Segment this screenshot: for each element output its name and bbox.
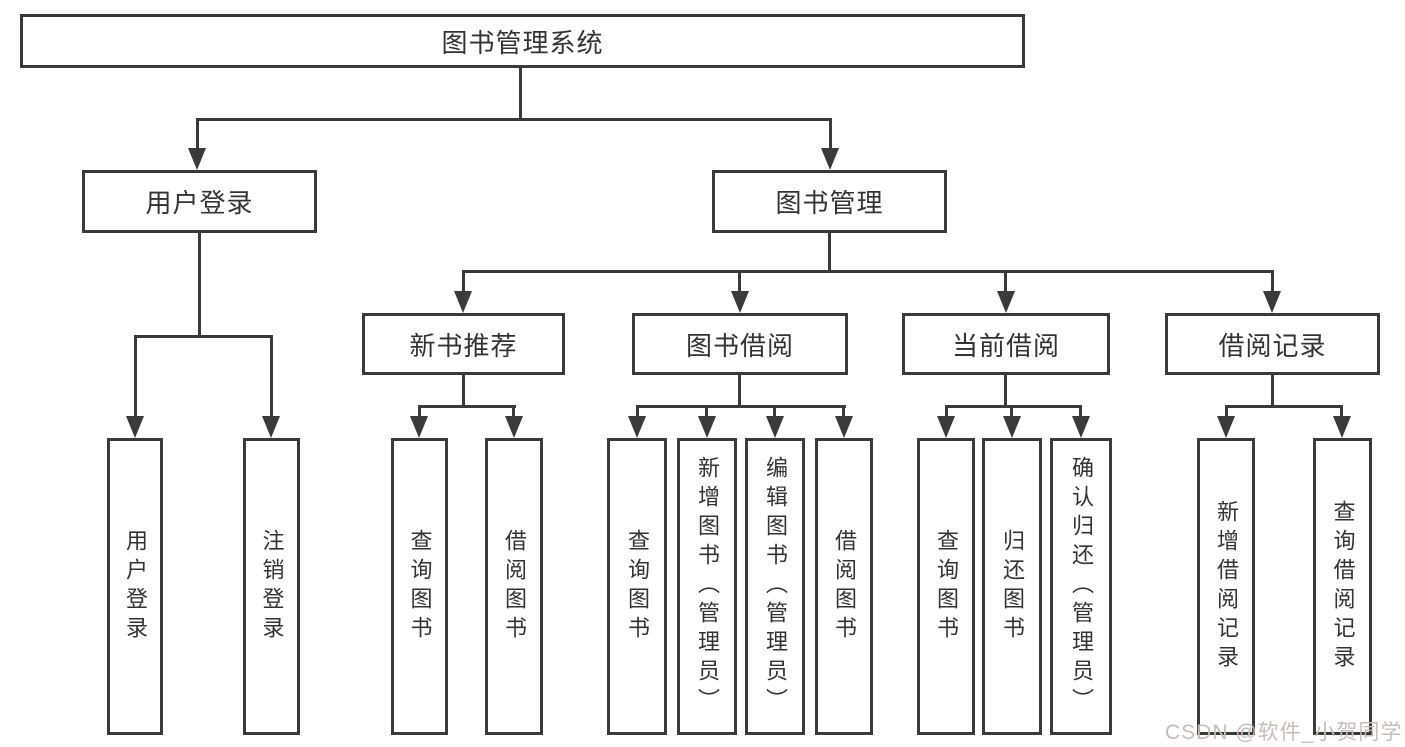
connector-line [738, 270, 741, 293]
node-book-management: 图书管理 [712, 170, 947, 233]
arrowhead-down-icon [505, 416, 523, 438]
leaf-add-book-admin: 新增图书（管理员） [677, 438, 737, 735]
leaf-query-book-recommend: 查询图书 [391, 438, 448, 735]
connector-line [705, 405, 708, 418]
node-new-book-recommend: 新书推荐 [362, 313, 565, 375]
connector-line [636, 405, 639, 418]
leaf-borrow-book-recommend: 借阅图书 [485, 438, 543, 735]
connector-line [1010, 405, 1013, 418]
arrowhead-down-icon [937, 416, 955, 438]
node-root: 图书管理系统 [20, 14, 1025, 68]
leaf-add-borrow-record: 新增借阅记录 [1197, 438, 1255, 735]
connector-line [1225, 405, 1228, 418]
connector-line [1079, 405, 1082, 418]
connector-line [462, 375, 465, 405]
connector-line [945, 405, 1082, 408]
leaf-query-borrow-record: 查询借阅记录 [1313, 438, 1372, 735]
arrowhead-down-icon [1333, 416, 1351, 438]
connector-line [462, 270, 1273, 273]
arrowhead-down-icon [698, 416, 716, 438]
connector-line [1271, 270, 1274, 293]
arrowhead-down-icon [766, 416, 784, 438]
connector-line [462, 270, 465, 293]
connector-line [134, 335, 137, 418]
node-current-borrow: 当前借阅 [902, 313, 1110, 375]
connector-line [828, 233, 831, 270]
connector-line [134, 335, 273, 338]
arrowhead-down-icon [835, 416, 853, 438]
connector-line [1225, 405, 1343, 408]
leaf-edit-book-admin: 编辑图书（管理员） [745, 438, 805, 735]
connector-line [1271, 375, 1274, 405]
arrowhead-down-icon [1003, 416, 1021, 438]
arrowhead-down-icon [628, 416, 646, 438]
node-borrow-record: 借阅记录 [1165, 313, 1380, 375]
connector-line [636, 405, 846, 408]
connector-line [270, 335, 273, 418]
node-book-borrow: 图书借阅 [632, 313, 848, 375]
node-user-login: 用户登录 [82, 170, 317, 233]
connector-line [1004, 375, 1007, 405]
connector-line [1340, 405, 1343, 418]
arrowhead-down-icon [126, 416, 144, 438]
leaf-confirm-return-admin: 确认归还（管理员） [1050, 438, 1112, 735]
arrowhead-down-icon [410, 416, 428, 438]
connector-line [418, 405, 516, 408]
connector-line [738, 375, 741, 405]
connector-line [773, 405, 776, 418]
arrowhead-down-icon [1072, 416, 1090, 438]
arrowhead-down-icon [1217, 416, 1235, 438]
arrowhead-down-icon [731, 291, 749, 313]
connector-line [1004, 270, 1007, 293]
arrowhead-down-icon [188, 148, 206, 170]
connector-line [842, 405, 845, 418]
connector-line [196, 118, 832, 121]
arrowhead-down-icon [454, 291, 472, 313]
connector-line [829, 118, 832, 150]
leaf-user-login: 用户登录 [107, 438, 163, 735]
arrowhead-down-icon [821, 148, 839, 170]
leaf-query-book-current: 查询图书 [917, 438, 975, 735]
connector-line [519, 68, 522, 118]
arrowhead-down-icon [1263, 291, 1281, 313]
arrowhead-down-icon [262, 416, 280, 438]
leaf-return-book: 归还图书 [982, 438, 1042, 735]
leaf-logout: 注销登录 [243, 438, 300, 735]
arrowhead-down-icon [997, 291, 1015, 313]
connector-line [198, 233, 201, 335]
connector-line [512, 405, 515, 418]
connector-line [196, 118, 199, 150]
leaf-query-book-borrow: 查询图书 [607, 438, 667, 735]
connector-line [945, 405, 948, 418]
leaf-borrow-book: 借阅图书 [815, 438, 873, 735]
connector-line [418, 405, 421, 418]
